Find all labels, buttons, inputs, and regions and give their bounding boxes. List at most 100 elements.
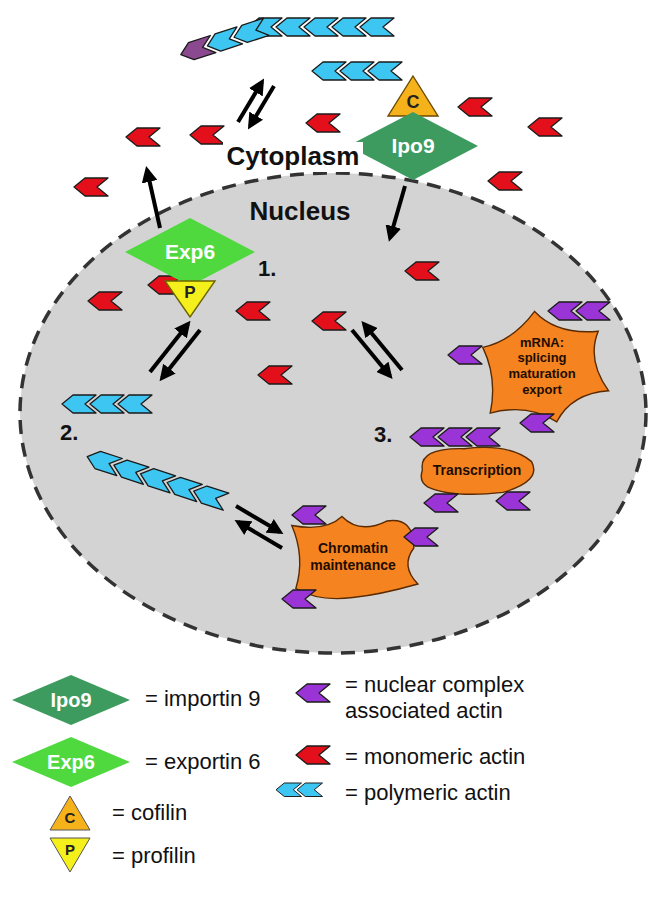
swatch-label: P — [65, 841, 75, 858]
actin-unit — [178, 35, 216, 63]
legend-entry: = nuclear complex associated actin — [345, 672, 595, 725]
callout-number: 2. — [60, 420, 78, 445]
legend-text: = cofilin — [112, 800, 187, 826]
legend-actin-unit — [296, 746, 330, 764]
actin-unit — [205, 27, 243, 55]
legend-text: = nuclear complex associated actin — [345, 672, 595, 725]
legend-entry: = monomeric actin — [345, 744, 525, 770]
mrna-complex-shape — [483, 311, 609, 421]
nucleus-ellipse-shape — [20, 173, 646, 653]
profilin-triangle-shape — [165, 281, 215, 317]
chromatin-complex-shape — [292, 517, 418, 599]
mrna-complex-group — [483, 311, 609, 421]
legend-text: = polymeric actin — [345, 780, 511, 806]
legend-swatch — [296, 746, 330, 764]
complex-actin-unit — [496, 492, 530, 510]
legend-actin-unit — [296, 684, 330, 702]
legend-entry: = cofilin — [112, 800, 187, 826]
chromatin-complex-group — [292, 517, 418, 599]
actin-monomer — [528, 118, 562, 136]
legend-entry: = polymeric actin — [345, 780, 511, 806]
actin-monomer — [190, 126, 224, 144]
legend-swatch — [12, 675, 130, 725]
mrna-complex: mRNA: splicing maturation export — [468, 304, 616, 428]
actin-polymer — [62, 395, 152, 413]
label-slot: 2. — [60, 420, 78, 445]
profilin-triangle: P — [165, 281, 215, 317]
actin-monomer — [126, 128, 160, 146]
legend-text: = monomeric actin — [345, 744, 525, 770]
complex-actin-unit — [292, 506, 326, 524]
swatch-label: C — [65, 809, 76, 826]
transcription-complex: Transcription — [412, 442, 542, 498]
node-text: P — [184, 283, 195, 303]
label-slot: Exp6 — [47, 751, 95, 774]
label-slot: 1. — [258, 256, 276, 281]
label-slot: Ipo9 — [50, 689, 91, 712]
actin-monomer — [458, 98, 492, 116]
complex-actin-unit — [282, 590, 316, 608]
node-text: Transcription — [433, 462, 522, 479]
node-text: Chromatin maintenance — [305, 540, 401, 574]
importin-diamond: Ipo9 — [348, 112, 478, 180]
transcription-complex-group — [421, 447, 534, 494]
node-text: Ipo9 — [391, 133, 434, 158]
legend-text: = profilin — [112, 843, 196, 869]
complex-actin-unit — [520, 414, 554, 432]
importin-diamond-group — [348, 112, 478, 180]
nucleus-ellipse: NucleusExp6PmRNA: splicing maturation ex… — [18, 171, 648, 655]
node-text: C — [407, 92, 420, 114]
node-text: Nucleus — [245, 196, 354, 227]
importin-diamond-shape — [348, 112, 478, 180]
callout-number: 3. — [374, 422, 392, 447]
actin-polymer — [312, 62, 402, 80]
legend-swatch — [296, 684, 330, 702]
actin-polymer — [248, 18, 394, 36]
exportin-diamond: Exp6 — [125, 218, 255, 286]
actin-polymer — [178, 18, 269, 63]
transcription-complex-shape — [421, 447, 534, 494]
depolymerise-arrow — [250, 86, 274, 126]
label-slot: 3. — [374, 422, 392, 447]
label-slot: C — [65, 809, 76, 827]
swatch-label: Exp6 — [47, 751, 95, 774]
chromatin-complex: Chromatin maintenance — [285, 512, 421, 602]
legend-swatch — [50, 838, 90, 872]
exportin-diamond-group — [125, 218, 255, 286]
legend-entry: = exportin 6 — [145, 749, 261, 775]
complex-actin-unit — [404, 528, 438, 546]
legend-text: = importin 9 — [145, 686, 261, 712]
legend-entry: = profilin — [112, 843, 196, 869]
complex-actin — [282, 302, 610, 608]
cofilin-triangle-group — [388, 76, 438, 116]
callout-number: 1. — [258, 256, 276, 281]
cofilin-triangle: C — [388, 76, 438, 116]
node-text: mRNA: splicing maturation export — [500, 335, 584, 397]
cofilin-triangle-shape — [388, 76, 438, 116]
profilin-triangle-group — [165, 281, 215, 317]
complex-actin-unit — [466, 428, 500, 446]
polymerise-arrow — [238, 82, 262, 122]
legend-entry: = importin 9 — [145, 686, 261, 712]
actin-unit — [231, 18, 269, 46]
node-text: Exp6 — [165, 239, 215, 264]
actin-unit — [360, 18, 394, 36]
actin-unit — [368, 62, 402, 80]
legend-swatch — [50, 796, 90, 830]
legend-swatch — [276, 783, 323, 797]
legend-swatch — [12, 737, 130, 787]
complex-actin-unit — [576, 302, 610, 320]
complex-actin-unit — [448, 346, 482, 364]
legend-actin-unit — [297, 783, 323, 797]
actin-monomer — [74, 178, 108, 196]
label-slot: Cytoplasm — [223, 142, 364, 172]
complex-actin-unit — [424, 494, 458, 512]
exportin-diamond-shape — [125, 218, 255, 286]
label-slot: P — [65, 841, 75, 859]
swatch-label: Ipo9 — [50, 689, 91, 712]
compartment-label: Cytoplasm — [223, 142, 364, 172]
actin-monomer — [488, 172, 522, 190]
legend-text: = exportin 6 — [145, 749, 261, 775]
